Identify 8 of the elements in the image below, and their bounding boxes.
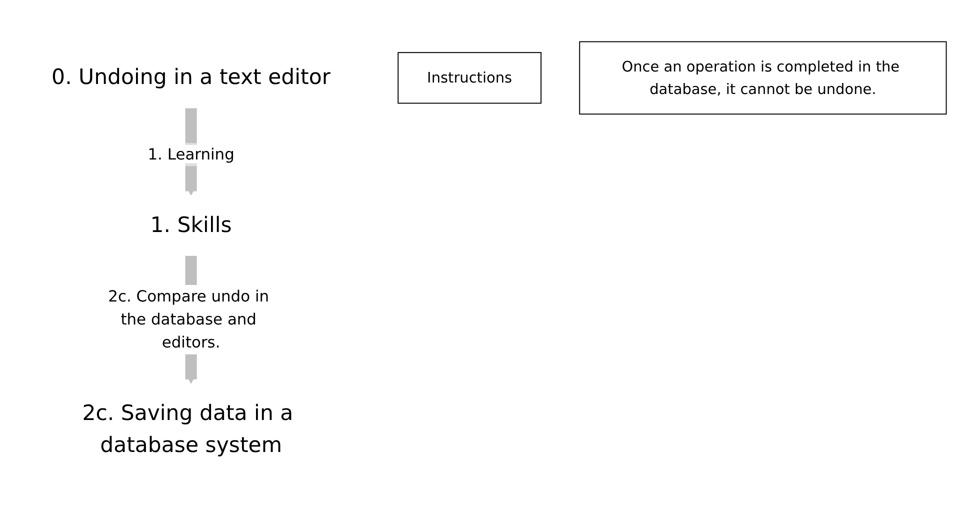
arrow <box>185 108 197 196</box>
node-text: 2c. Saving data in a database system <box>82 401 294 458</box>
node-text: 0. Undoing in a text editor <box>52 66 331 90</box>
node-box: Instructions <box>398 52 542 104</box>
node-text: 1. Skills <box>150 213 232 238</box>
edge-label: 2c. Compare undo in the database and editors. <box>108 286 270 352</box>
edge-label: 1. Learning <box>148 144 234 163</box>
node-box: Once an operation is completed in the database, it cannot be undone. <box>579 40 947 114</box>
